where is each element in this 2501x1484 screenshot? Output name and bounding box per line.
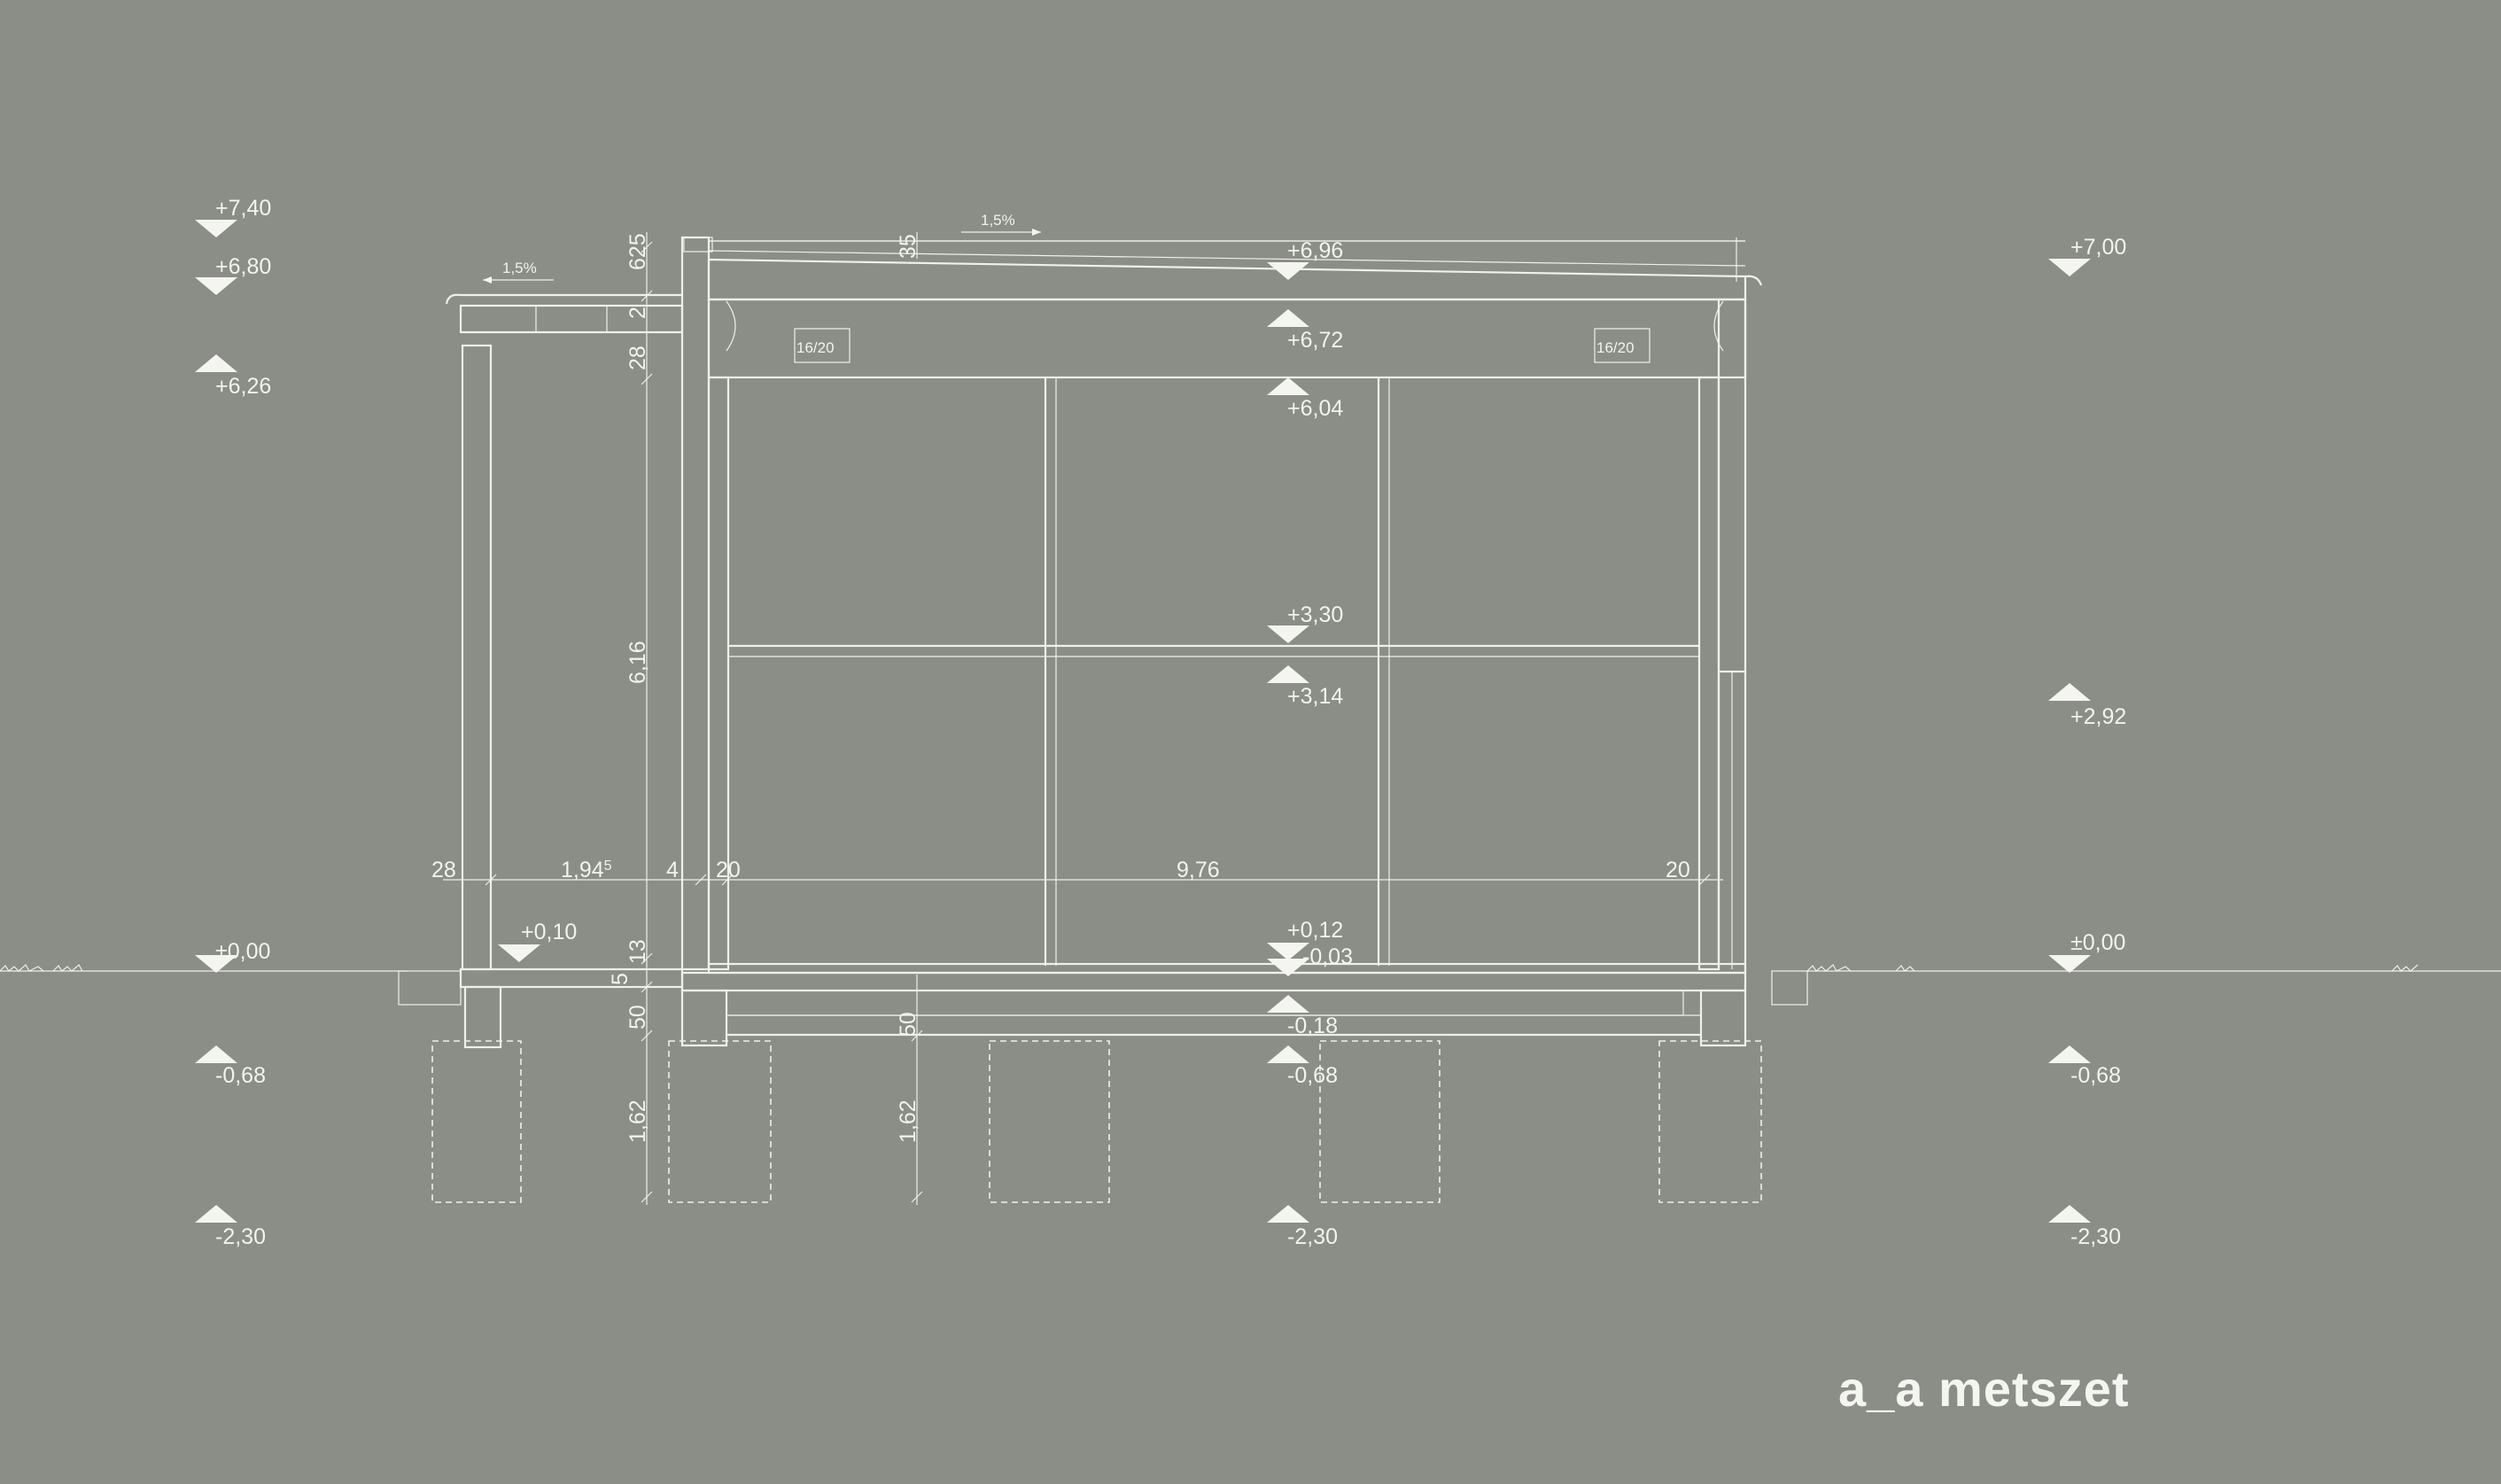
level-marker-porch: +0,10: [498, 920, 577, 962]
svg-text:-0,68: -0,68: [1287, 1063, 1338, 1088]
dim-4: 4: [666, 858, 679, 882]
svg-text:+2,92: +2,92: [2070, 704, 2126, 729]
main-roof: [707, 240, 1763, 379]
dim-194: 1,945: [561, 858, 612, 882]
level-markers-right: +7,00 +2,92 ±0,00 -0,68 -2,30: [2048, 235, 2126, 1249]
canopy-slope-label: 1,5%: [502, 260, 537, 276]
svg-text:±0,00: ±0,00: [215, 939, 270, 964]
svg-text:+6,96: +6,96: [1287, 238, 1343, 263]
parapet-wall: [680, 236, 730, 971]
vdim-5: 5: [608, 973, 633, 985]
svg-text:-2,30: -2,30: [2070, 1224, 2121, 1249]
dim-20-left: 20: [716, 858, 741, 882]
svg-text:+6,26: +6,26: [215, 374, 271, 399]
vdim-616: 6,16: [625, 641, 650, 684]
vdim-162b: 1,62: [896, 1099, 920, 1143]
svg-text:-0,68: -0,68: [215, 1063, 266, 1088]
vdim-162: 1,62: [625, 1099, 650, 1143]
svg-text:+6,72: +6,72: [1287, 328, 1343, 353]
svg-text:-0,03: -0,03: [1302, 944, 1353, 969]
vdim-2: 2: [625, 307, 650, 319]
vdim-50b: 50: [896, 1012, 920, 1037]
svg-text:-2,30: -2,30: [215, 1224, 266, 1249]
vdim-13: 13: [625, 939, 650, 964]
dimension-lines: [443, 232, 1745, 1205]
svg-text:+0,12: +0,12: [1287, 918, 1343, 943]
sheet-title: a_a metszet: [1838, 1361, 2130, 1417]
glazing-frame: [728, 377, 1699, 966]
terrace-slab: [398, 967, 1808, 1049]
dim-20-right: 20: [1666, 858, 1690, 882]
svg-text:-0,68: -0,68: [2070, 1063, 2121, 1088]
dim-976: 9,76: [1177, 858, 1220, 882]
canopy-column: [461, 344, 493, 971]
svg-text:+0,10: +0,10: [521, 920, 577, 944]
level-markers-left: +7,40 +6,80 +6,26 ±0,00 -0,68 -2,30: [195, 196, 271, 1249]
svg-text:+3,14: +3,14: [1287, 684, 1343, 709]
vdim-50: 50: [625, 1005, 650, 1029]
svg-text:+7,00: +7,00: [2070, 235, 2126, 260]
pile-footings: [431, 1040, 1762, 1203]
svg-text:+3,30: +3,30: [1287, 602, 1343, 627]
svg-text:+7,40: +7,40: [215, 196, 271, 221]
svg-text:+6,80: +6,80: [215, 254, 271, 279]
roof-slope-label: 1,5%: [981, 212, 1015, 229]
slope-arrows: [483, 229, 1041, 284]
ground-line: [0, 964, 2501, 972]
vdim-625: 625: [625, 233, 650, 270]
level-markers-center: +6,96 +6,72 +6,04 +3,30 +3,14 +0,12 -0,0…: [1267, 238, 1353, 1249]
dim-28: 28: [431, 858, 456, 882]
canopy-roof: [445, 293, 684, 334]
right-wall: [1697, 298, 1747, 971]
svg-text:-2,30: -2,30: [1287, 1224, 1338, 1249]
beam-label-left: 16/20: [796, 339, 835, 356]
vdim-35: 35: [896, 234, 920, 259]
svg-text:±0,00: ±0,00: [2070, 930, 2125, 955]
floor-slab: [680, 962, 1747, 1047]
vdim-28: 28: [625, 346, 650, 370]
svg-text:+6,04: +6,04: [1287, 396, 1343, 421]
beam-label-right: 16/20: [1596, 339, 1635, 356]
svg-text:-0,18: -0,18: [1287, 1014, 1338, 1038]
